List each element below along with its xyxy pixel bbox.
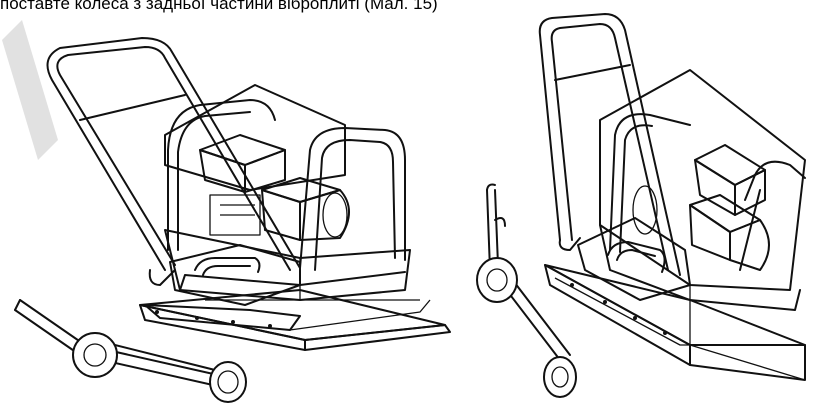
right-handle: [538, 13, 681, 276]
right-roll-cage: [609, 113, 806, 271]
right-base-plate: [544, 264, 806, 381]
left-compactor-drawing: [14, 37, 451, 403]
right-frame: [599, 69, 806, 345]
right-grip: [577, 217, 691, 301]
left-wheel-kit: [14, 299, 247, 403]
left-engine: [199, 134, 350, 241]
right-wheel-kit: [476, 183, 577, 398]
left-base-plate: [139, 289, 451, 351]
instruction-caption: поставте колеса з задньої частини віброп…: [0, 0, 438, 13]
right-compactor-drawing: [476, 13, 806, 398]
left-grip: [169, 244, 301, 306]
left-roll-cage: [167, 99, 406, 271]
left-handle: [46, 37, 301, 286]
